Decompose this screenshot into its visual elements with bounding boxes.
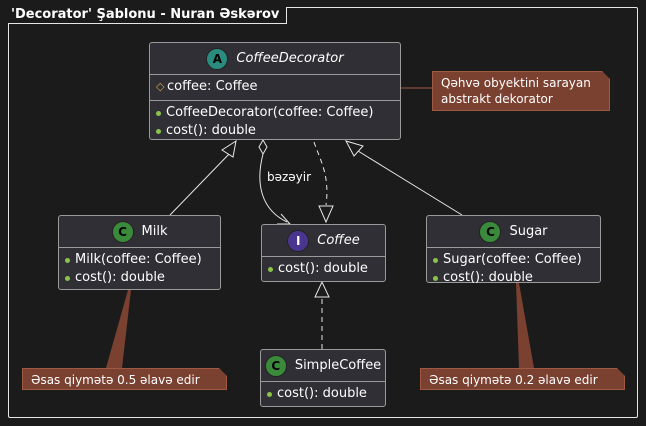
public-method-icon: [156, 128, 161, 134]
public-method-icon: [433, 275, 438, 281]
public-method-icon: [156, 110, 161, 116]
aggregation-label: bəzəyir: [267, 170, 312, 184]
abstract-class-icon: A: [206, 47, 229, 70]
field-text: coffee: Coffee: [167, 79, 258, 94]
aggregation-line: [259, 153, 288, 223]
method-text: cost(): double: [166, 123, 256, 138]
sugar-note-link: [516, 283, 534, 368]
note-text: Əsas qiymətə 0.5 əlavə edir: [31, 373, 200, 387]
method-text: Milk(coffee: Coffee): [75, 252, 202, 267]
diagram-title: 'Decorator' Şablonu - Nuran Əskərov: [8, 7, 288, 24]
method-text: cost(): double: [277, 386, 367, 401]
note-text: Əsas qiymətə 0.2 əlavə edir: [429, 373, 598, 387]
note-sugar: Əsas qiymətə 0.2 əlavə edir: [420, 368, 625, 390]
class-name: Milk: [141, 224, 168, 239]
public-method-icon: [65, 257, 70, 263]
note-text-line2: abstrakt dekorator: [441, 92, 553, 106]
class-milk[interactable]: C Milk Milk(coffee: Coffee) cost(): doub…: [58, 215, 221, 290]
milk-extends-arrowhead: [221, 139, 237, 158]
protected-field-icon: ◇: [156, 80, 165, 93]
class-icon: C: [111, 220, 134, 243]
method-text: cost(): double: [278, 261, 368, 276]
sugar-extends-line: [357, 150, 463, 216]
simplecoffee-realization-arrowhead: [314, 280, 330, 298]
class-simplecoffee[interactable]: C SimpleCoffee cost(): double: [260, 349, 386, 407]
class-sugar[interactable]: C Sugar Sugar(coffee: Coffee) cost(): do…: [426, 215, 601, 285]
method-text: cost(): double: [443, 270, 533, 285]
class-icon: C: [479, 220, 502, 243]
method-text: Sugar(coffee: Coffee): [443, 252, 582, 267]
note-milk: Əsas qiymətə 0.5 əlavə edir: [22, 368, 227, 390]
method-text: CoffeeDecorator(coffee: Coffee): [166, 105, 374, 120]
public-method-icon: [268, 266, 273, 272]
interface-name: Coffee: [317, 233, 360, 248]
milk-note-link: [106, 290, 131, 368]
public-method-icon: [267, 391, 272, 397]
class-icon: C: [264, 354, 287, 377]
diagram-frame: [8, 7, 638, 418]
method-text: cost(): double: [75, 270, 165, 285]
realization-line: [313, 141, 328, 206]
realization-arrowhead: [318, 205, 334, 224]
interface-icon: I: [287, 229, 310, 252]
sugar-extends-arrowhead: [344, 140, 364, 157]
public-method-icon: [433, 257, 438, 263]
class-name: SimpleCoffee: [294, 358, 382, 373]
milk-extends-line: [169, 151, 232, 216]
note-text-line1: Qəhvə obyektini sarayan: [441, 76, 591, 90]
public-method-icon: [65, 275, 70, 281]
note-decorator: Qəhvə obyektini sarayan abstrakt dekorat…: [432, 71, 610, 111]
class-name: CoffeeDecorator: [236, 51, 344, 66]
class-coffeedecorator[interactable]: A CoffeeDecorator ◇coffee: Coffee Coffee…: [149, 42, 401, 140]
interface-coffee[interactable]: I Coffee cost(): double: [261, 224, 386, 282]
class-name: Sugar: [509, 224, 548, 239]
